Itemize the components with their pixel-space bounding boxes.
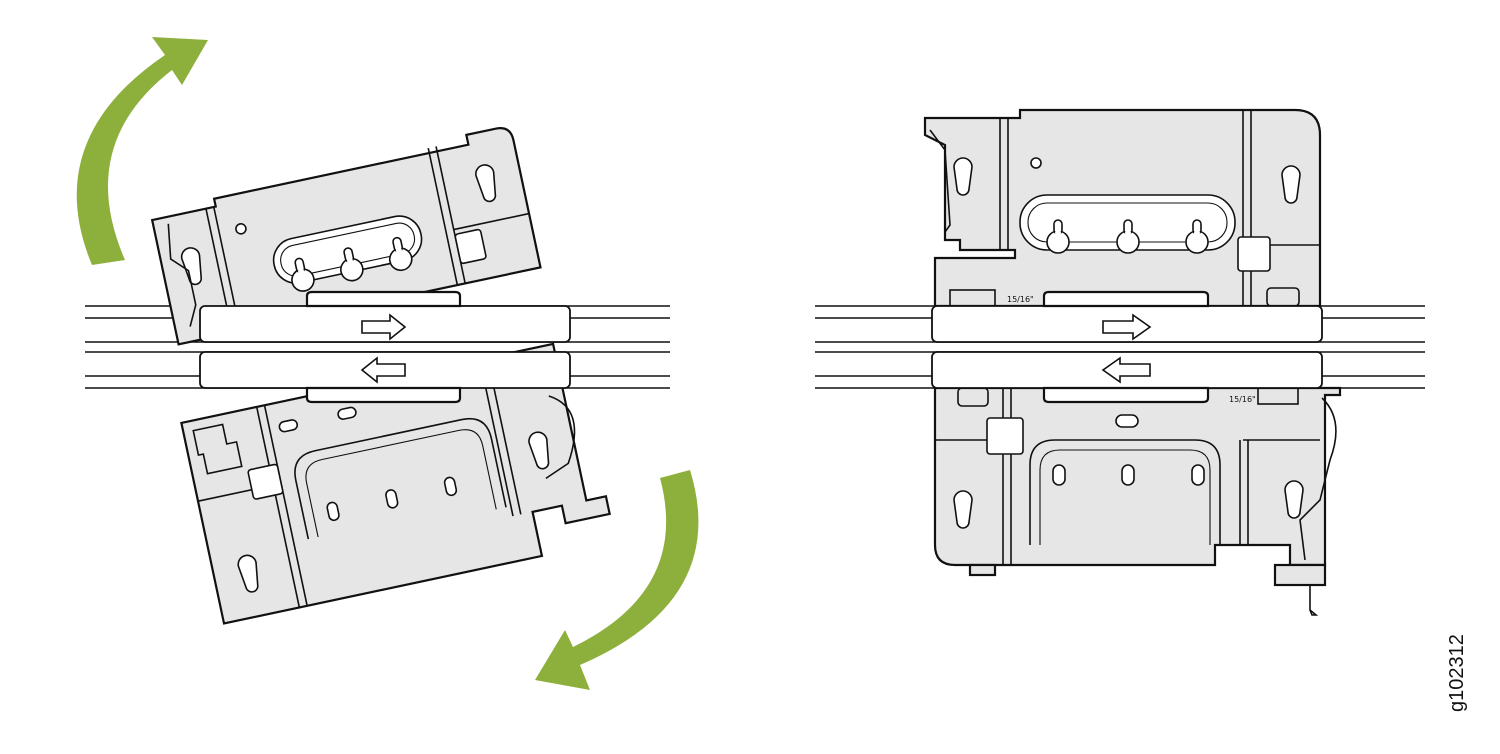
- figure-id-label: g102312: [1446, 634, 1468, 712]
- clip-size-label-lower: 15/16": [1229, 395, 1256, 404]
- left-arrow-icon: [360, 356, 406, 384]
- curved-arrow-icon: [76, 37, 208, 265]
- right-arrow-icon: [1102, 313, 1152, 341]
- curved-arrow-icon: [535, 470, 699, 690]
- panel-installed: 15/16" 15/16": [815, 108, 1425, 616]
- bracket-lower-rotated: [180, 342, 611, 625]
- left-arrow-icon: [1101, 356, 1151, 384]
- clip-size-label-upper: 15/16": [1007, 295, 1034, 304]
- right-arrow-icon: [361, 313, 407, 341]
- bracket-lower-seated: 15/16": [933, 386, 1342, 616]
- bracket-upper-seated: 15/16": [923, 108, 1322, 308]
- bracket-upper-rotated: [150, 127, 542, 346]
- panel-rotating: [76, 37, 699, 690]
